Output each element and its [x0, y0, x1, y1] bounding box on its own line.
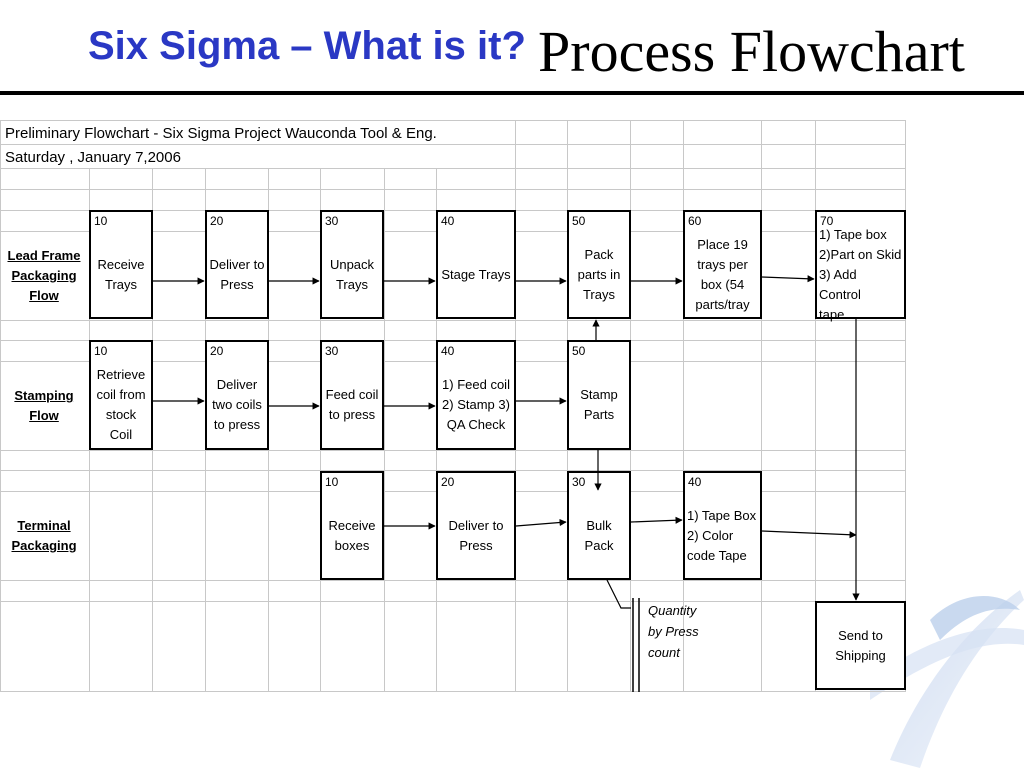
process-box-lf-70: 70 1) Tape box 2)Part on Skid 3) Add Con…	[815, 210, 906, 322]
process-box-tp-20: 20 Deliver to Press	[436, 471, 516, 580]
step-text: Feed coil to press	[325, 387, 379, 422]
step-text: Bulk Pack	[584, 517, 614, 553]
process-box-lf-10: 10 Receive Trays	[89, 210, 153, 319]
quantity-note: Quantity by Press count	[648, 603, 699, 660]
step-text: Pack parts in Trays	[577, 246, 621, 302]
process-box-tp-10: 10 Receive boxes	[320, 471, 384, 580]
process-box-st-10: 10 Retrieve coil from stock Coil	[89, 340, 153, 450]
step-text: Send to Shipping	[835, 627, 886, 663]
row-label-lead-frame: Lead Frame Packaging Flow	[7, 248, 81, 303]
process-box-st-30: 30 Feed coil to press	[320, 340, 384, 450]
process-box-lf-20: 20 Deliver to Press	[205, 210, 269, 319]
step-number: 30	[572, 475, 586, 489]
step-text: Receive Trays	[97, 256, 145, 292]
step-number: 20	[210, 214, 224, 228]
step-text: Receive boxes	[328, 517, 376, 553]
step-number: 20	[441, 475, 455, 489]
step-text: 1) Tape Box 2) Color code Tape	[687, 507, 757, 563]
title-rule	[0, 91, 1024, 95]
process-box-lf-30: 30 Unpack Trays	[320, 210, 384, 319]
process-box-lf-60: 60 Place 19 trays per box (54 parts/tray	[683, 210, 762, 319]
slide-heading: Process Flowchart	[538, 19, 965, 84]
step-text: Deliver to Press	[448, 517, 504, 553]
flowchart-date: Saturday , January 7,2006	[5, 149, 181, 166]
step-number: 10	[94, 344, 108, 358]
step-number: 40	[441, 214, 455, 228]
step-text: Stamp Parts	[580, 387, 618, 422]
step-text: Unpack Trays	[329, 256, 375, 292]
step-text: Place 19 trays per box (54 parts/tray	[695, 236, 750, 312]
step-number: 50	[572, 214, 586, 228]
step-text: Deliver to Press	[209, 256, 265, 292]
process-box-shipping: Send to Shipping	[815, 601, 906, 690]
process-box-tp-30: 30 Bulk Pack	[567, 471, 631, 580]
step-number: 10	[325, 475, 339, 489]
step-text: Retrieve coil from stock Coil	[96, 367, 146, 442]
step-text: 1) Feed coil 2) Stamp 3) QA Check	[442, 377, 510, 432]
process-box-tp-40: 40 1) Tape Box 2) Color code Tape	[683, 471, 762, 580]
process-box-st-50: 50 Stamp Parts	[567, 340, 631, 450]
step-text: Deliver two coils to press	[212, 377, 262, 432]
slide-title: Six Sigma – What is it?	[88, 24, 526, 68]
step-number: 10	[94, 214, 108, 228]
row-label-stamping: Stamping Flow	[14, 388, 74, 423]
step-number: 60	[688, 214, 702, 228]
step-text: 1) Tape box 2)Part on Skid 3) Add Contro…	[819, 226, 902, 322]
step-number: 70	[820, 214, 834, 228]
step-number: 40	[441, 344, 455, 358]
row-label-terminal: Terminal Packaging	[11, 518, 77, 553]
process-box-st-40: 40 1) Feed coil 2) Stamp 3) QA Check	[436, 340, 516, 450]
step-number: 20	[210, 344, 224, 358]
flowchart-subtitle: Preliminary Flowchart - Six Sigma Projec…	[5, 125, 437, 142]
process-box-lf-50: 50 Pack parts in Trays	[567, 210, 631, 319]
step-number: 50	[572, 344, 586, 358]
step-number: 40	[688, 475, 702, 489]
process-box-st-20: 20 Deliver two coils to press	[205, 340, 269, 450]
step-number: 30	[325, 344, 339, 358]
process-box-lf-40: 40 Stage Trays	[436, 210, 516, 319]
step-text: Stage Trays	[441, 266, 511, 282]
step-number: 30	[325, 214, 339, 228]
